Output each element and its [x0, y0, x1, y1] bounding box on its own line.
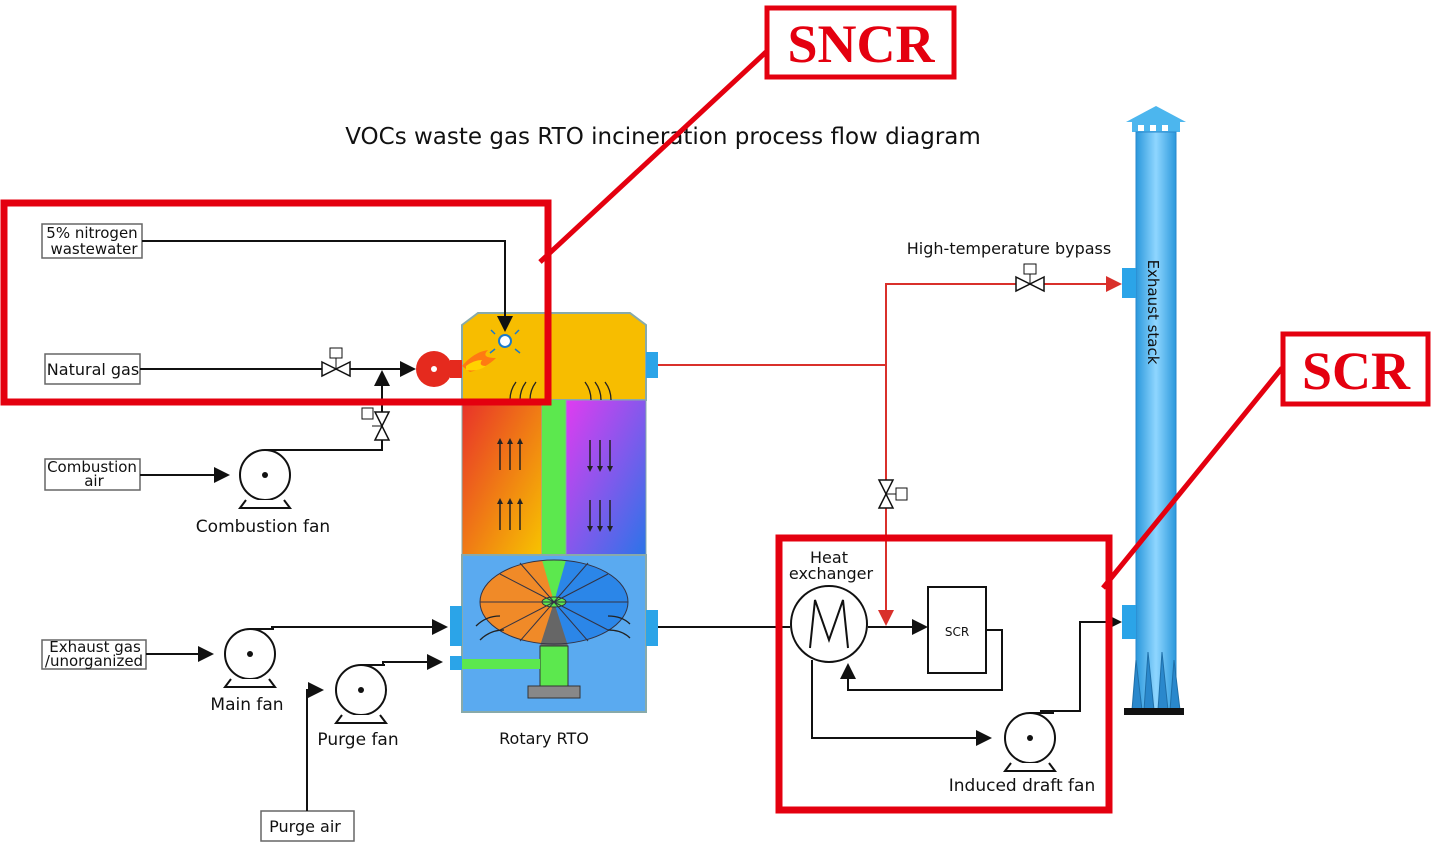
nitrogen-wastewater-box: 5% nitrogen wastewater [41, 223, 143, 259]
rotary-rto-label: Rotary RTO [499, 729, 589, 748]
purge-fan-icon [334, 664, 388, 724]
combustion-air-label-1: Combustion [47, 458, 137, 476]
combustion-air-valve-icon [361, 407, 391, 441]
natural-gas-box: Natural gas [44, 353, 141, 385]
exhaust-gas-label-2: /unorganized [45, 652, 143, 670]
nitrogen-wastewater-label-1: 5% nitrogen [46, 224, 137, 242]
purge-air-label: Purge air [269, 817, 341, 836]
exhaust-stack: Exhaust stack [1122, 106, 1186, 715]
sncr-highlight: SNCR [0, 5, 957, 406]
exhaust-stack-label: Exhaust stack [1144, 260, 1162, 365]
combustion-air-label-2: air [84, 472, 104, 490]
scr-reactor-label: SCR [945, 625, 969, 639]
scr-reactor: SCR [927, 586, 987, 674]
exhaust-gas-label-1: Exhaust gas [49, 638, 141, 656]
combustion-fan-label: Combustion fan [196, 517, 330, 537]
scr-inlet-valve-icon [877, 479, 908, 509]
main-fan-label: Main fan [210, 695, 283, 715]
bypass-valve-icon [1015, 263, 1045, 293]
bypass-label: High-temperature bypass [907, 239, 1111, 258]
natural-gas-valve-icon [321, 347, 351, 378]
induced-draft-fan-label: Induced draft fan [949, 776, 1095, 796]
heat-exchanger-icon [790, 585, 868, 663]
process-pipes [140, 240, 1122, 811]
sncr-callout-label: SNCR [787, 14, 935, 74]
flame-icon [462, 350, 496, 372]
scr-callout-label: SCR [1302, 341, 1411, 401]
main-fan-icon [223, 628, 277, 688]
purge-fan-label: Purge fan [317, 730, 398, 750]
purge-air-box: Purge air [260, 810, 355, 842]
nitrogen-wastewater-label-2: wastewater [50, 240, 138, 258]
heat-exchanger-label-2: exchanger [789, 564, 874, 583]
hot-gas-pipes [658, 276, 1122, 626]
exhaust-gas-box: Exhaust gas /unorganized [41, 638, 147, 670]
purge-channel [462, 659, 540, 669]
burner [416, 351, 462, 387]
combustion-fan-icon [238, 449, 292, 509]
combustion-air-box: Combustion air [44, 458, 141, 491]
spray-nozzle-icon [489, 329, 521, 354]
rotary-rto-vessel [450, 312, 658, 713]
scr-highlight: SCR [775, 331, 1431, 814]
natural-gas-label: Natural gas [47, 360, 139, 379]
heat-exchanger-label-1: Heat [810, 548, 848, 567]
induced-draft-fan-icon [1003, 712, 1057, 772]
